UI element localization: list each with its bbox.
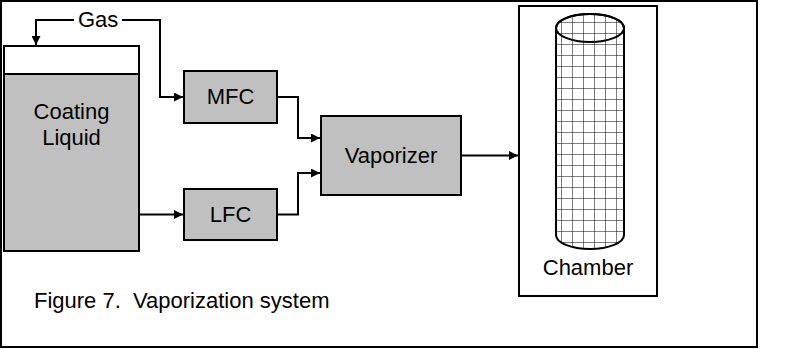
flow-arrow: [462, 155, 518, 157]
node-label: LFC: [202, 202, 260, 228]
node-label: MFC: [199, 84, 263, 110]
flow-arrow: [278, 173, 320, 215]
node-label: Chamber: [535, 255, 641, 281]
cylinder-top: [556, 14, 624, 42]
process-box: Vaporizer: [320, 115, 462, 196]
edge-label: Gas: [74, 8, 122, 32]
controller-box: MFC: [183, 70, 278, 124]
liquid-tank: Coating Liquid: [3, 45, 140, 252]
cylinder-outline: [556, 14, 624, 249]
controller-box: LFC: [183, 188, 278, 241]
figure-caption: Figure 7. Vaporization system: [34, 288, 330, 314]
cylinder-grid: [550, 10, 630, 255]
node-label: Coating Liquid: [5, 99, 138, 151]
flow-arrow: [278, 97, 320, 138]
chamber-box: Chamber: [518, 5, 658, 297]
frame-border: [1, 1, 757, 347]
flow-arrow: [140, 214, 183, 216]
node-label: Vaporizer: [337, 143, 446, 169]
